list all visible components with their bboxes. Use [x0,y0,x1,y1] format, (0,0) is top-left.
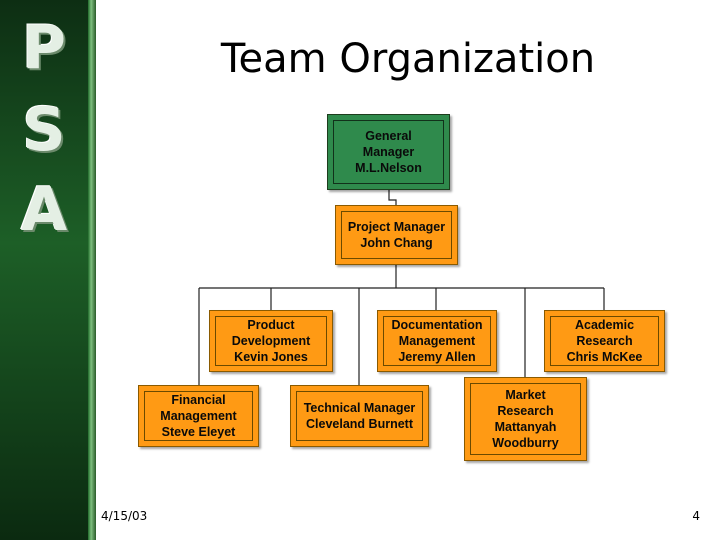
footer-page-number: 4 [692,509,700,523]
dm-line-3: Jeremy Allen [398,350,476,364]
box-product-development: Product Development Kevin Jones [209,310,333,372]
tm-line-2: Cleveland Burnett [306,417,413,431]
logo-letter-s: S [22,95,66,165]
pd-line-1: Product [247,318,295,332]
gm-line-1: General [365,129,412,143]
pm-line-1: Project Manager [347,220,446,234]
box-market-research: Market Research Mattanyah Woodburry [464,377,587,461]
dm-line-1: Documentation [391,318,483,332]
box-academic-research: Academic Research Chris McKee [544,310,665,372]
fm-line-3: Steve Eleyet [161,425,236,439]
ar-line-3: Chris McKee [566,350,643,364]
mr-line-4: Woodburry [492,436,559,450]
mr-line-2: Research [497,404,554,418]
dm-line-2: Management [398,334,476,348]
slide-title: Team Organization [220,36,596,82]
pd-line-2: Development [231,334,311,348]
ar-line-2: Research [576,334,633,348]
box-technical-manager: Technical Manager Cleveland Burnett [290,385,429,447]
connector-gm-to-pm [388,190,397,206]
sidebar-band [0,0,94,540]
gm-line-2: Manager [362,145,415,159]
logo-letter-p: P [22,13,66,83]
footer-date: 4/15/03 [101,509,148,523]
pd-line-3: Kevin Jones [234,350,308,364]
mr-line-3: Mattanyah [494,420,557,434]
box-project-manager: Project Manager John Chang [335,205,458,265]
box-general-manager: General Manager M.L.Nelson [327,114,450,190]
gm-line-3: M.L.Nelson [355,161,422,175]
pm-line-2: John Chang [360,236,433,250]
sidebar-edge [88,0,96,540]
box-financial-management: Financial Management Steve Eleyet [138,385,259,447]
mr-line-1: Market [505,388,546,402]
tm-line-1: Technical Manager [303,401,416,415]
box-documentation-management: Documentation Management Jeremy Allen [377,310,497,372]
fm-line-2: Management [160,409,237,423]
logo-letter-a: A [20,175,68,245]
ar-line-1: Academic [574,318,635,332]
fm-line-1: Financial [171,393,226,407]
